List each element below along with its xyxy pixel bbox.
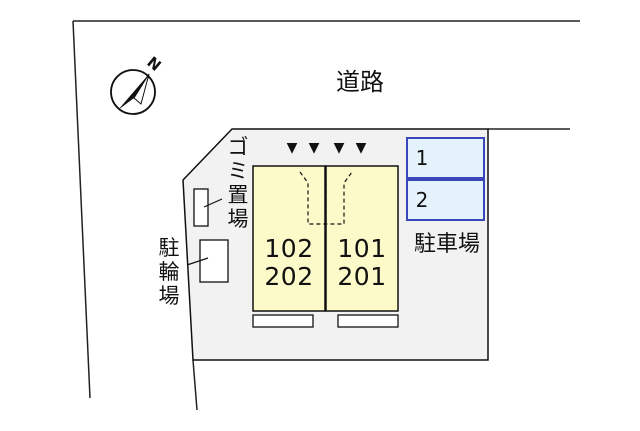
parking-slot-number: 1 [415, 146, 429, 170]
parking-slot-1 [406, 137, 485, 179]
unit-block-left [252, 165, 326, 312]
unit-block-right [325, 165, 399, 312]
bicycle-parking-area [199, 239, 229, 283]
bicycle-parking-label: 駐輪場 [158, 236, 180, 308]
road-label: 道路 [336, 68, 384, 96]
bicycle-leader [186, 257, 209, 266]
garbage-area [193, 188, 209, 227]
car-parking-label: 駐車場 [413, 232, 480, 257]
unit-label-101: 101 [337, 234, 387, 263]
garbage-area-label: ゴミ置場 [227, 135, 249, 231]
unit-label-102: 102 [264, 234, 314, 263]
lot-boundary-bottom [192, 359, 198, 411]
unit-label-202: 202 [264, 262, 314, 291]
unit-label-201: 201 [337, 262, 387, 291]
parking-slot-number: 2 [415, 188, 429, 212]
road-boundary-left [72, 20, 91, 399]
north-arrow-icon [110, 69, 156, 115]
entrance-marker: ▼ [333, 140, 345, 156]
balcony-left [252, 314, 314, 328]
entrance-marker: ▼ [355, 140, 367, 156]
garbage-leader [203, 198, 223, 208]
stair-outline-dashed [299, 171, 353, 225]
entrance-marker: ▼ [308, 140, 320, 156]
entrance-marker: ▼ [286, 140, 298, 156]
balcony-right [337, 314, 399, 328]
parking-slot-2 [406, 179, 485, 221]
